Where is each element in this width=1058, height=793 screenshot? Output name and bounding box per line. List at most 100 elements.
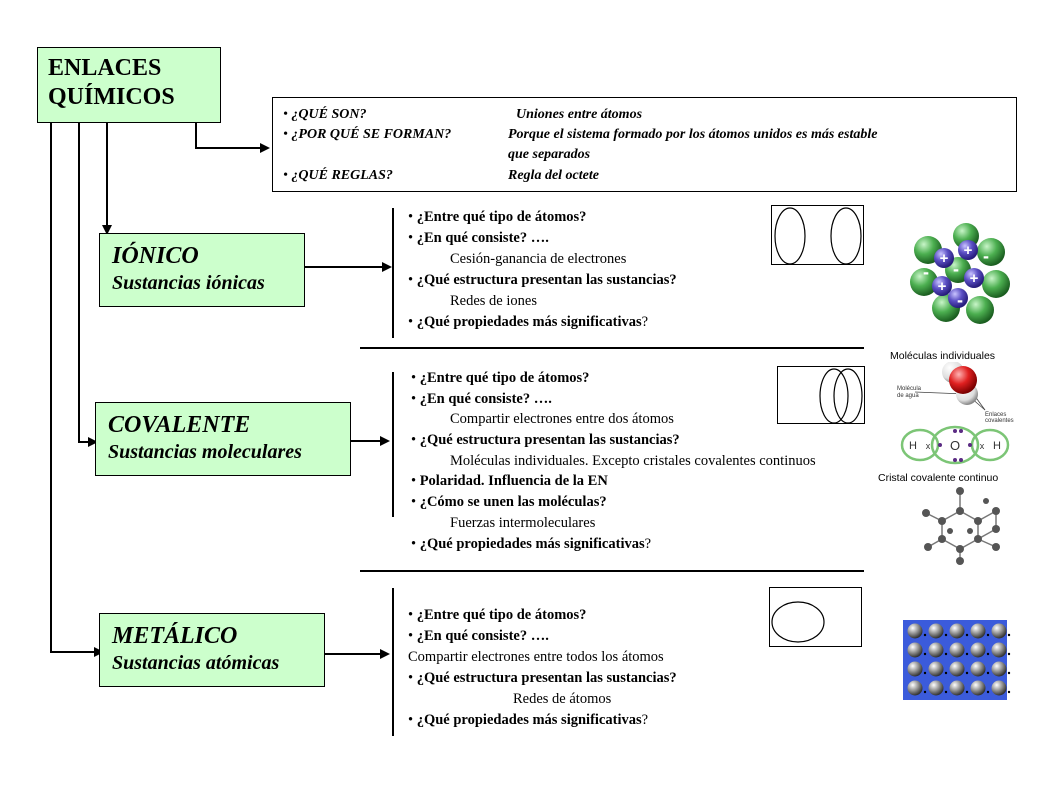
covalent-crystal-image	[922, 487, 1000, 565]
metal-atom	[907, 661, 923, 677]
electron-dot	[1007, 633, 1011, 637]
metal-atom	[991, 623, 1007, 639]
metal-atom	[970, 642, 986, 658]
electron-dot	[986, 633, 990, 637]
metallic-bracket-line	[392, 588, 394, 736]
metallic-answer-3: Redes de átomos	[513, 691, 612, 707]
connector-metallic-horizontal	[50, 651, 96, 653]
connector-covalent-horizontal	[78, 441, 90, 443]
covalent-answer-3: Moléculas individuales. Excepto cristale…	[450, 453, 816, 469]
covalent-atom-right	[833, 368, 863, 423]
lewis-shared-x-left: x	[926, 441, 931, 451]
connector-metallic-vertical	[50, 123, 52, 652]
covalent-answer-5: Fuerzas intermoleculares	[450, 515, 596, 531]
ion-sign-plus: +	[964, 242, 973, 259]
covalent-question-3: ¿Qué estructura presentan las sustancias…	[411, 430, 680, 451]
caption-molecules: Moléculas individuales	[890, 350, 996, 362]
electron-dot	[986, 652, 990, 656]
intro-a2-cont: que separados	[508, 147, 591, 162]
intro-a2: Porque el sistema formado por los átomos…	[508, 127, 878, 142]
ion-sign-plus: +	[940, 250, 949, 267]
ionic-title: IÓNICO	[112, 243, 199, 269]
electron-dot	[965, 652, 969, 656]
main-title-line2: QUÍMICOS	[48, 84, 175, 110]
connector-ionic-arrowhead	[102, 225, 112, 235]
metal-atom	[949, 680, 965, 696]
metallic-question-2: ¿En qué consiste? ….	[408, 626, 549, 647]
ionic-question-3: ¿Qué estructura presentan las sustancias…	[408, 270, 677, 291]
electron-dot	[944, 690, 948, 694]
metal-atom	[949, 623, 965, 639]
metal-atom	[928, 661, 944, 677]
ion-sign-plus: +	[970, 270, 979, 287]
metal-atom	[928, 680, 944, 696]
metal-atom	[991, 642, 1007, 658]
metallic-title: METÁLICO	[112, 623, 238, 649]
metallic-atom	[771, 601, 825, 643]
ion-sign-minus: -	[957, 290, 963, 310]
metallic-lattice-image	[903, 620, 1011, 700]
electron-dot	[944, 671, 948, 675]
connector-covalent-vertical	[78, 123, 80, 442]
metal-atom	[970, 680, 986, 696]
lewis-shared-x-right: x	[980, 441, 985, 451]
covalent-box: COVALENTE Sustancias moleculares	[95, 402, 351, 476]
electron-dot	[1007, 690, 1011, 694]
metallic-arrow-line	[325, 653, 381, 655]
covalent-question-6: ¿Qué propiedades más significativas?	[411, 534, 651, 555]
connector-intro-horizontal	[195, 147, 260, 149]
bond-label-line1: Enlaces	[985, 412, 1006, 418]
ionic-question-4: ¿Qué propiedades más significativas?	[408, 312, 648, 333]
bond-label-line2: covalentes	[985, 418, 1014, 424]
ionic-arrowhead	[382, 262, 392, 272]
connector-intro-vertical	[195, 123, 197, 148]
metallic-box: METÁLICO Sustancias atómicas	[99, 613, 325, 687]
electron-dot	[1007, 671, 1011, 675]
covalent-bond-diagram	[777, 366, 865, 424]
electron-dot	[986, 671, 990, 675]
electron-dot	[923, 671, 927, 675]
covalent-question-1: ¿Entre qué tipo de átomos?	[411, 368, 590, 389]
ionic-box: IÓNICO Sustancias iónicas	[99, 233, 305, 307]
electron-dot	[965, 633, 969, 637]
ionic-question-2: ¿En qué consiste? ….	[408, 228, 549, 249]
metallic-question-4: ¿Qué propiedades más significativas?	[408, 710, 648, 731]
covalent-subtitle: Sustancias moleculares	[108, 441, 302, 463]
metallic-bond-diagram	[769, 587, 862, 647]
caption-crystal: Cristal covalente continuo	[878, 472, 999, 484]
main-title-line1: ENLACES	[48, 55, 162, 81]
intro-a3: Regla del octete	[508, 168, 599, 183]
water-label-line1: Molécula	[897, 386, 922, 392]
connector-ionic-vertical	[106, 123, 108, 226]
metal-atom	[949, 642, 965, 658]
electron-dot	[1007, 652, 1011, 656]
covalent-question-4: Polaridad. Influencia de la EN	[411, 471, 608, 492]
ion-sign-minus: -	[953, 259, 959, 279]
covalent-question-5: ¿Cómo se unen las moléculas?	[411, 492, 607, 513]
intro-q1: ¿QUÉ SON?	[283, 107, 366, 123]
metal-atom	[907, 642, 923, 658]
electron-dot	[986, 690, 990, 694]
connector-intro-arrowhead	[260, 143, 270, 153]
covalent-question-2: ¿En qué consiste? ….	[411, 389, 552, 410]
covalent-arrow-line	[351, 440, 381, 442]
metal-atom	[970, 623, 986, 639]
connector-covalent-arrowhead	[88, 437, 98, 447]
ionic-bracket-line	[392, 208, 394, 338]
electron-dot	[923, 652, 927, 656]
lewis-atom-h-left: H	[909, 440, 917, 452]
separator-covalent-metallic	[360, 570, 864, 572]
ionic-bond-diagram	[771, 205, 864, 265]
water-label-line2: de agua	[897, 393, 919, 399]
lewis-atom-h-right: H	[993, 440, 1001, 452]
metal-atom	[907, 623, 923, 639]
metallic-question-3: ¿Qué estructura presentan las sustancias…	[408, 668, 677, 689]
ion-sign-minus: -	[983, 246, 989, 266]
covalent-title: COVALENTE	[108, 412, 251, 438]
electron-dot	[923, 690, 927, 694]
metal-atom	[907, 680, 923, 696]
ion-sign-plus: +	[938, 278, 947, 295]
intro-q3: ¿QUÉ REGLAS?	[283, 168, 393, 184]
electron-dot	[944, 633, 948, 637]
